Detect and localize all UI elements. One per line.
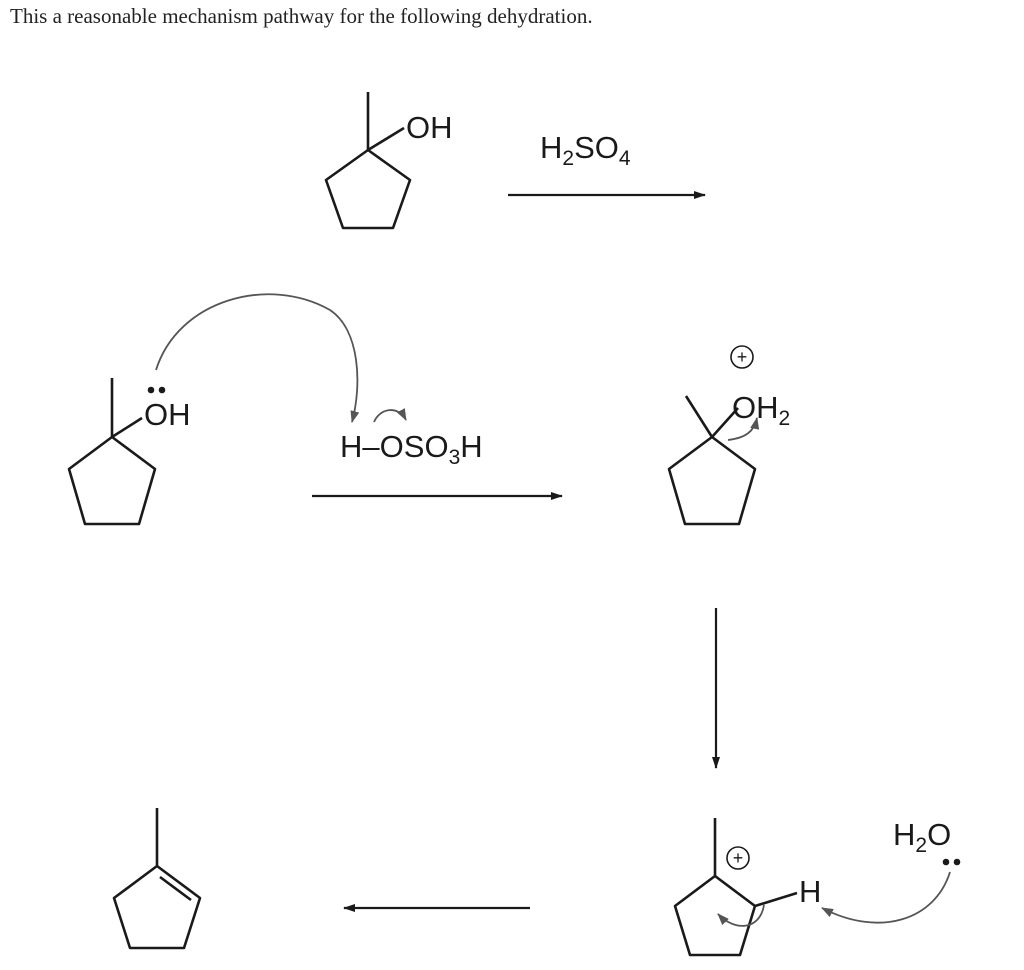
water-base: H2O xyxy=(821,817,961,924)
beta-hydrogen: H xyxy=(799,874,821,909)
curved-arrow-water-to-h xyxy=(821,871,951,924)
hydroxyl-label: OH xyxy=(144,397,191,432)
svg-text:H2O: H2O xyxy=(893,817,951,857)
sulfuric-acid: H–OSO3H xyxy=(340,408,483,469)
cyclopentene-ring xyxy=(112,864,202,950)
cyclopentane-ring xyxy=(324,148,412,230)
oxonium-ion: OH2 + xyxy=(667,345,790,526)
positive-charge-circle xyxy=(730,345,754,369)
cyclopentane-ring xyxy=(67,435,157,526)
curved-arrow-lone-pair-to-h xyxy=(155,293,360,423)
positive-charge: + xyxy=(737,347,748,367)
overall-reagent: H2SO4 xyxy=(540,130,631,170)
curved-arrow-bond-to-o xyxy=(373,408,407,423)
alcohol-with-lone-pairs: OH xyxy=(67,378,191,526)
positive-charge: + xyxy=(733,848,744,868)
c-o-bond xyxy=(111,416,143,439)
question-text: This a reasonable mechanism pathway for … xyxy=(10,4,593,28)
curved-arrow-leaving-water xyxy=(727,417,760,441)
carbocation: H + xyxy=(673,818,821,957)
curved-arrow-ch-to-pi xyxy=(717,904,765,927)
double-bond-line xyxy=(159,875,192,902)
product-alkene xyxy=(112,808,202,950)
c-h-bond xyxy=(754,891,798,908)
lone-pair-dot xyxy=(953,858,961,866)
positive-charge-circle xyxy=(726,846,750,870)
lone-pair-dot xyxy=(942,858,950,866)
svg-text:H2SO4: H2SO4 xyxy=(540,130,631,170)
c-o-bond xyxy=(711,407,739,438)
cyclopentane-ring xyxy=(667,435,757,526)
lone-pair-dot xyxy=(147,386,155,394)
svg-text:H–OSO3H: H–OSO3H xyxy=(340,429,483,469)
cyclopentane-ring xyxy=(673,874,757,957)
hydroxyl-label: OH xyxy=(406,110,453,145)
methyl-bond xyxy=(684,395,714,438)
lone-pair-dot xyxy=(158,386,166,394)
svg-text:OH2: OH2 xyxy=(732,390,790,430)
c-o-bond xyxy=(367,126,405,152)
reactant-alcohol: OH xyxy=(324,92,453,230)
